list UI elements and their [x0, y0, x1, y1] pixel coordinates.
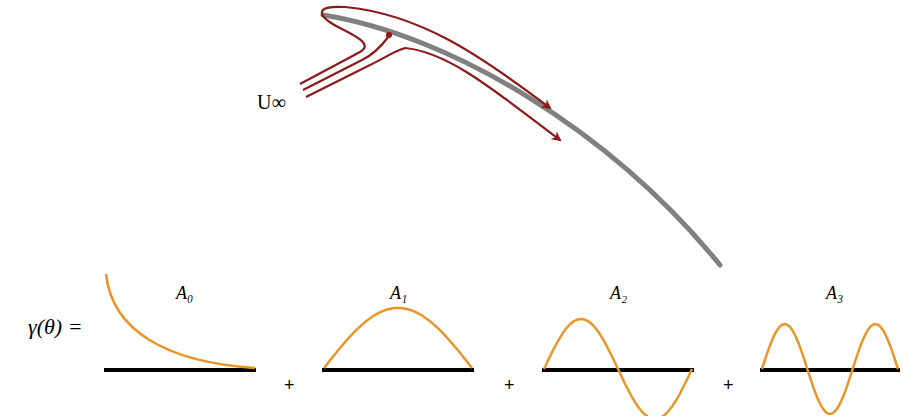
- coefficient-label: A₂: [610, 284, 627, 302]
- stagnation-point: [386, 32, 392, 38]
- airfoil: [323, 15, 720, 265]
- plus-sign: +: [284, 376, 295, 394]
- baselines: [104, 368, 900, 372]
- freestream-label: U∞: [257, 92, 286, 112]
- plus-sign: +: [504, 376, 515, 394]
- mode-curve: [762, 324, 898, 414]
- mode-curve: [544, 319, 692, 416]
- coefficient-label: A₁: [390, 284, 407, 302]
- streamlines: [300, 7, 560, 140]
- coefficient-label: A₀: [176, 284, 193, 302]
- plus-sign: +: [723, 376, 734, 394]
- mode-curves: [106, 274, 898, 416]
- coefficient-label: A₃: [826, 284, 843, 302]
- mode-curve: [324, 308, 472, 368]
- equation-label: γ(θ) =: [28, 316, 82, 338]
